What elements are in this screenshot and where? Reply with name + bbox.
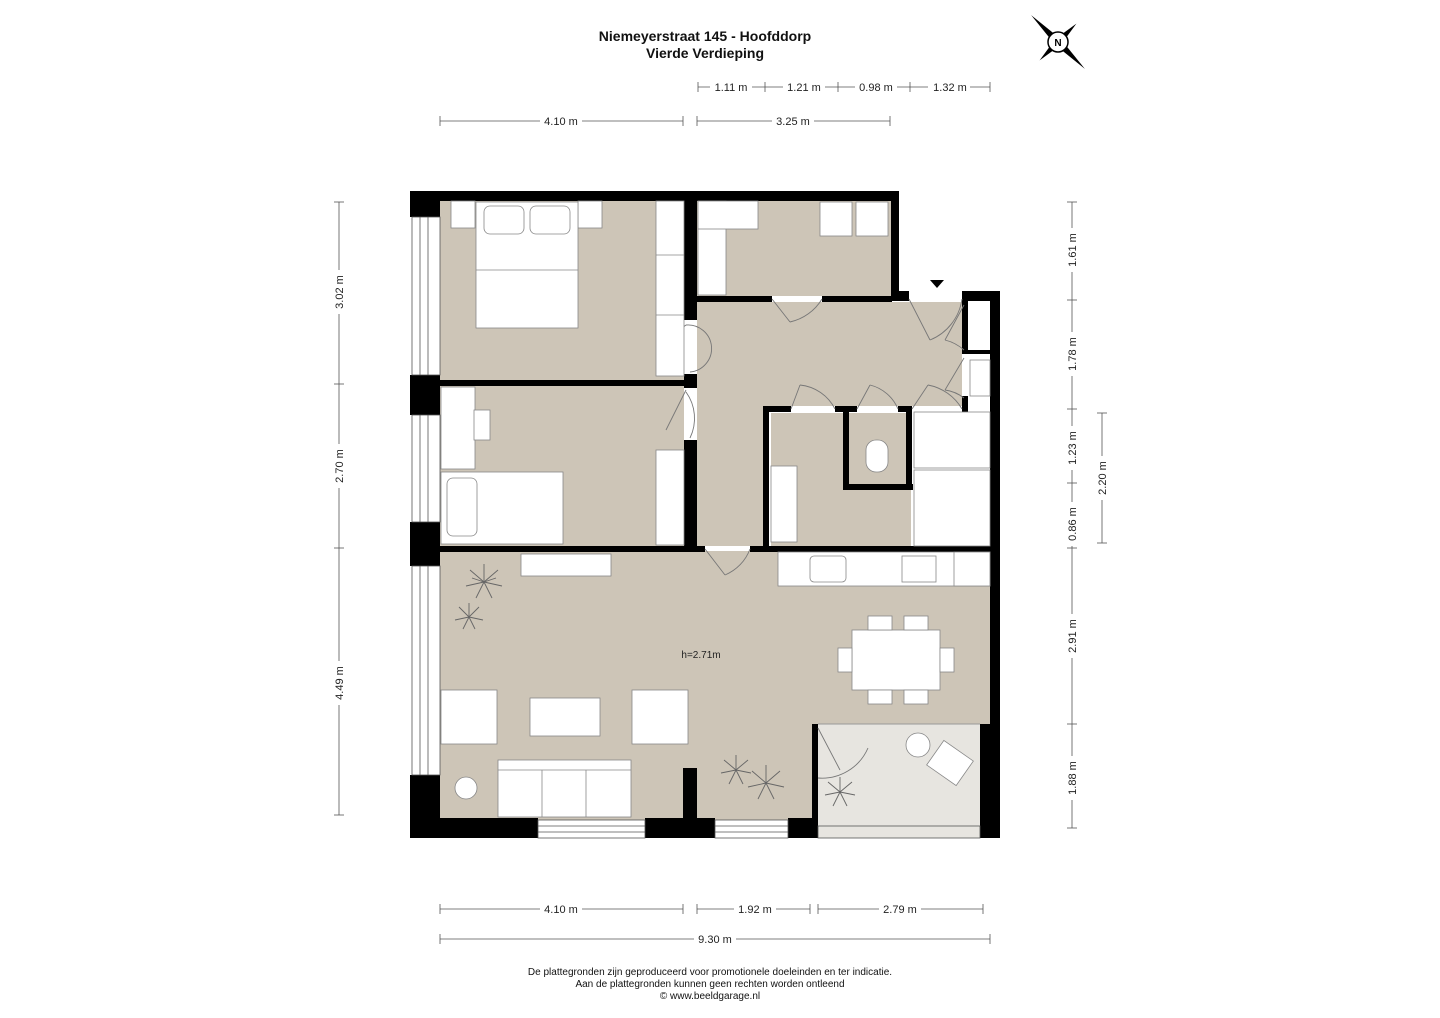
sofa [497,759,632,818]
meter-box [969,359,991,397]
dim-right-outer: 2.20 m [1095,456,1109,500]
dim-right-4: 0.86 m [1065,502,1079,546]
dim-top-2: 1.21 m [783,80,825,94]
svg-text:4.49 m: 4.49 m [334,666,346,700]
dim-right-3: 1.23 m [1065,426,1079,470]
hallway-floor [697,302,962,406]
plants [454,564,856,807]
north-letter: N [1054,38,1061,49]
svg-text:1.92 m: 1.92 m [738,904,772,916]
svg-text:1.23 m: 1.23 m [1067,431,1079,465]
armchair-right [631,689,689,745]
svg-text:2.91 m: 2.91 m [1067,619,1079,653]
floor-lamp [454,776,478,800]
balcony-table [905,732,931,758]
dining-table [851,629,941,691]
walls [410,191,1000,838]
disclaimer-line-2: Aan de plattegronden kunnen geen rechten… [575,979,845,990]
plan-title: Niemeyerstraat 145 - Hoofddorp [598,28,812,44]
plant-icon [824,777,856,807]
dim-bottom-3: 2.79 m [879,902,921,916]
svg-text:2.20 m: 2.20 m [1097,461,1109,495]
svg-text:0.86 m: 0.86 m [1067,507,1079,541]
dim-left-3: 4.49 m [332,661,346,705]
svg-text:4.10 m: 4.10 m [544,904,578,916]
coffee-table [529,697,601,737]
plant-icon [747,765,785,800]
plant-icon [454,603,484,630]
shower-niche [913,411,991,469]
svg-text:3.25 m: 3.25 m [776,116,810,128]
svg-text:9.30 m: 9.30 m [698,934,732,946]
toilet [865,439,889,473]
dim-top-1: 1.11 m [710,80,752,94]
dim-right-2: 1.78 m [1065,332,1079,376]
svg-text:1.88 m: 1.88 m [1067,761,1079,795]
hallway-lower-floor [697,406,767,546]
ceiling-height-label: h=2.71m [681,650,720,661]
double-vanity [770,465,798,543]
svg-text:2.79 m: 2.79 m [883,904,917,916]
desk [440,386,476,470]
north-arrow-icon: N [1031,15,1085,69]
dryer [855,201,889,237]
svg-text:1.11 m: 1.11 m [715,82,748,94]
armchair-left [440,689,498,745]
balcony-chair [926,739,974,787]
svg-text:2.70 m: 2.70 m [334,449,346,483]
dim-top-main-2: 3.25 m [772,114,814,128]
entrance-arrow-icon [930,280,944,288]
dim-bottom-1: 4.10 m [540,902,582,916]
plant-icon [465,564,503,599]
nightstand-right [577,200,603,229]
plant-icon [720,755,752,785]
svg-text:0.98 m: 0.98 m [859,82,893,94]
wardrobe-bedroom-2 [655,449,685,546]
svg-text:1.21 m: 1.21 m [787,82,821,94]
tv-unit [520,553,612,577]
cupboard-right [913,469,991,547]
svg-text:4.10 m: 4.10 m [544,116,578,128]
nightstand-left [450,200,476,229]
dim-top-3: 0.98 m [855,80,897,94]
furniture [440,200,991,818]
dim-bottom-total: 9.30 m [694,932,736,946]
dim-right-1: 1.61 m [1065,228,1079,272]
dim-top-4: 1.32 m [928,80,970,94]
disclaimer-line-1: De plattegronden zijn geproduceerd voor … [527,967,893,978]
svg-text:1.78 m: 1.78 m [1067,337,1079,371]
wardrobe-bedroom-1 [655,200,685,377]
copyright-line: © www.beeldgarage.nl [659,991,761,1002]
dimension-labels: 1.11 m 1.21 m 0.98 m 1.32 m 4.10 m 3.25 … [332,80,1109,946]
dim-top-main-1: 4.10 m [540,114,582,128]
washer [819,201,853,237]
dim-left-2: 2.70 m [332,444,346,488]
svg-text:1.32 m: 1.32 m [933,82,967,94]
dim-right-6: 1.88 m [1065,756,1079,800]
dim-left-1: 3.02 m [332,270,346,314]
dim-right-5: 2.91 m [1065,614,1079,658]
floor-subtitle: Vierde Verdieping [645,45,764,61]
svg-text:1.61 m: 1.61 m [1067,233,1079,267]
svg-text:3.02 m: 3.02 m [334,275,346,309]
windows [411,216,981,839]
dim-bottom-2: 1.92 m [734,902,776,916]
